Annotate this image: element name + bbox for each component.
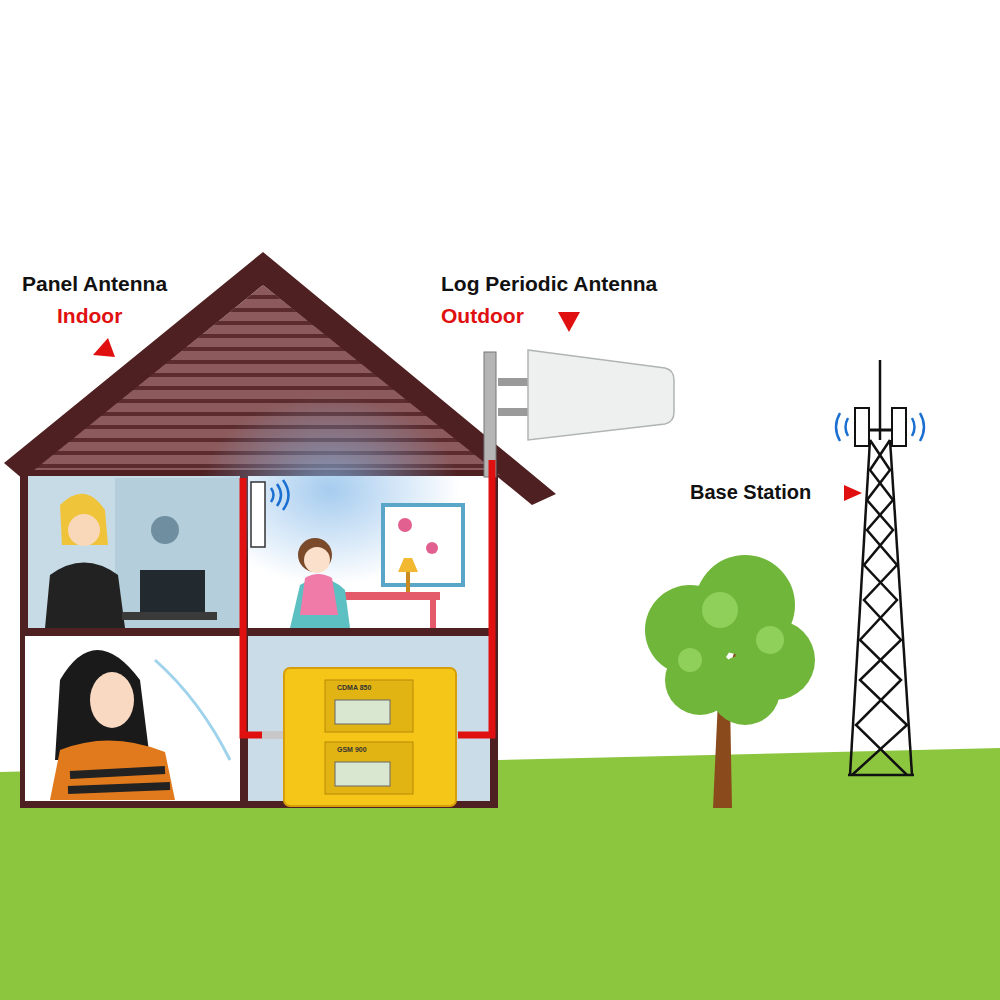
signal-booster bbox=[284, 668, 456, 806]
hair bbox=[60, 494, 108, 545]
tree-canopy bbox=[645, 555, 815, 725]
room bbox=[25, 636, 240, 801]
face bbox=[304, 547, 330, 573]
tree-highlight bbox=[678, 592, 784, 672]
table bbox=[336, 592, 440, 600]
top bbox=[50, 740, 175, 800]
component-label: Panel Antenna bbox=[22, 272, 167, 295]
lcd bbox=[335, 762, 390, 786]
lcd bbox=[335, 700, 390, 724]
laptop bbox=[140, 570, 205, 615]
swirl bbox=[155, 660, 230, 760]
pole bbox=[484, 352, 496, 477]
flower bbox=[426, 542, 438, 554]
lamp bbox=[398, 558, 418, 572]
tower-antenna bbox=[892, 408, 906, 446]
log-periodic-antenna bbox=[528, 350, 674, 440]
dress bbox=[300, 574, 338, 615]
picture-frame bbox=[383, 505, 463, 585]
pointer bbox=[844, 485, 862, 501]
pointer bbox=[93, 338, 115, 357]
flower bbox=[398, 518, 412, 532]
location-label: Outdoor bbox=[441, 304, 524, 327]
room bbox=[28, 476, 240, 628]
band-label: CDMA 850 bbox=[337, 684, 371, 692]
silhouette bbox=[151, 516, 179, 544]
grass bbox=[0, 748, 1000, 1000]
base-station-tower bbox=[848, 360, 914, 775]
tower-antenna bbox=[855, 408, 869, 446]
face bbox=[68, 514, 100, 546]
location-label: Indoor bbox=[57, 304, 122, 327]
stripes bbox=[68, 770, 170, 790]
hair bbox=[298, 538, 332, 572]
booster-panel bbox=[325, 742, 413, 794]
connector bbox=[262, 731, 284, 739]
panel-antenna bbox=[251, 482, 265, 547]
bracket bbox=[498, 408, 528, 416]
cable bbox=[243, 478, 262, 735]
bracket bbox=[498, 378, 528, 386]
tower-bar bbox=[869, 429, 892, 432]
band-label: GSM 900 bbox=[337, 746, 367, 754]
glass-wall bbox=[115, 478, 240, 628]
house-frame bbox=[20, 470, 498, 808]
cable bbox=[458, 460, 492, 735]
booster-panel bbox=[325, 680, 413, 732]
suit bbox=[45, 563, 125, 629]
pointer bbox=[558, 312, 580, 332]
table-leg bbox=[430, 600, 436, 628]
face bbox=[90, 672, 134, 728]
signal-waves bbox=[836, 413, 924, 441]
signal-waves bbox=[271, 480, 289, 510]
component-label: Log Periodic Antenna bbox=[441, 272, 657, 295]
component-label: Base Station bbox=[690, 481, 811, 503]
lamp-stand bbox=[406, 572, 410, 592]
desk bbox=[122, 612, 217, 620]
